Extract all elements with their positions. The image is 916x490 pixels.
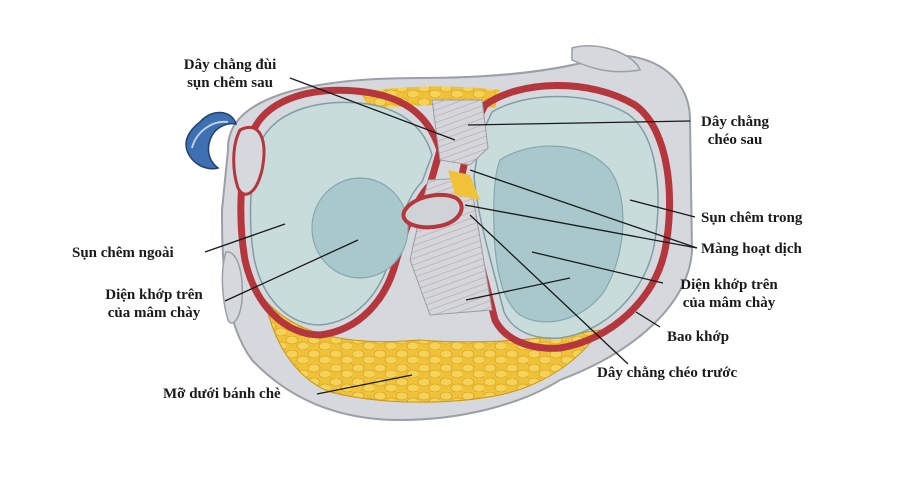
label-line-2: chéo sau — [707, 132, 763, 148]
label-medial-meniscus: Sụn chêm trong — [701, 210, 803, 226]
label-medial-articular-surface: Diện khớp trên của mâm chày — [664, 276, 794, 312]
leader-lines — [204, 77, 698, 395]
lateral-articular-surface-shape — [311, 177, 409, 279]
label-posterior-cruciate-ligament: Dây chằng chéo sau — [690, 113, 780, 149]
label-line-1: Diện khớp trên — [680, 277, 778, 293]
cruciate-ligaments-shape — [401, 99, 493, 316]
label-infrapatellar-fat-pad: Mỡ dưới bánh chè — [163, 386, 281, 402]
infrapatellar-fat-shape — [264, 298, 602, 403]
label-lateral-meniscus: Sụn chêm ngoài — [72, 245, 174, 261]
label-anterior-cruciate-ligament: Dây chằng chéo trước — [597, 365, 738, 381]
label-lateral-articular-surface: Diện khớp trên của mâm chày — [88, 286, 220, 322]
label-joint-capsule: Bao khớp — [667, 329, 730, 345]
label-line-1: Dây chằng đùi — [183, 57, 277, 73]
label-synovial-membrane: Màng hoạt dịch — [701, 241, 802, 257]
label-line-2: sụn chêm sau — [187, 75, 273, 91]
label-line-1: Diện khớp trên — [105, 287, 203, 303]
label-line-1: Dây chằng — [701, 114, 769, 130]
label-line-2: của mâm chày — [682, 295, 776, 311]
tendon-fragment-shape — [185, 111, 238, 170]
label-line-2: của mâm chày — [107, 305, 201, 321]
medial-articular-surface-shape — [493, 145, 624, 323]
label-femoral-meniscal-ligament: Dây chằng đùi sụn chêm sau — [160, 56, 300, 92]
